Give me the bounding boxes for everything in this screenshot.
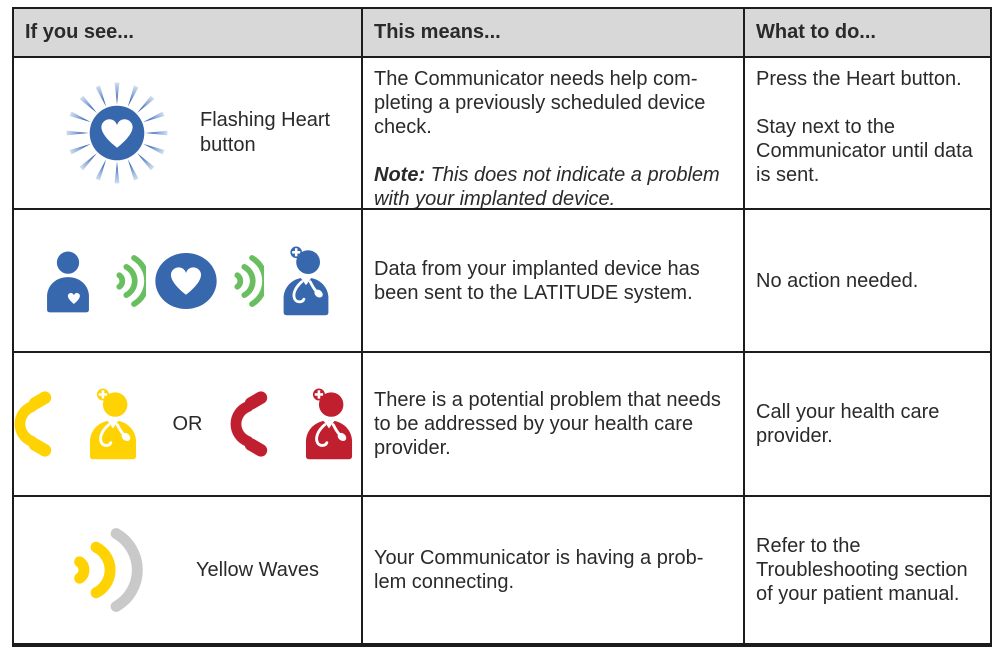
- or-label: OR: [172, 412, 203, 435]
- heart-circle-icon: [154, 252, 217, 309]
- todo-line: Press the Heart button.: [756, 68, 962, 90]
- header-if-you-see: If you see...: [14, 9, 363, 58]
- red-phone-icon: [227, 383, 287, 465]
- paragraph-gap: [374, 139, 732, 163]
- red-call-group: [227, 383, 364, 465]
- label-line: button: [200, 134, 256, 156]
- means-line: check.: [374, 116, 432, 138]
- see-label-flashing-heart: Flashing Heart button: [200, 108, 330, 158]
- means-line: been sent to the LATITUDE system.: [374, 281, 693, 304]
- cell-todo-row4: Refer to the Troubleshooting section of …: [745, 497, 990, 643]
- yellow-doctor-icon: [77, 385, 149, 463]
- todo-line: Troubleshooting section: [756, 559, 968, 581]
- means-line: Data from your implanted device has: [374, 257, 700, 280]
- cell-means-row1: The Communicator needs help com- pleting…: [363, 58, 745, 210]
- cell-means-row4: Your Communicator is having a prob- lem …: [363, 497, 745, 643]
- label-line: Flashing Heart: [200, 109, 331, 131]
- todo-line: No action needed.: [756, 269, 919, 292]
- todo-line: Stay next to the: [756, 116, 895, 138]
- flashing-heart-button-icon: [66, 82, 168, 184]
- note-line: Note: This does not indicate a problem: [374, 163, 732, 187]
- see-label-yellow-waves: Yellow Waves: [196, 558, 319, 583]
- note-line: with your implanted device.: [374, 188, 616, 210]
- todo-line: provider.: [756, 425, 833, 447]
- todo-line: is sent.: [756, 164, 820, 186]
- cell-see-yellow-waves: Yellow Waves: [14, 497, 363, 643]
- patient-icon: [35, 245, 101, 317]
- means-line: There is a potential problem that needs: [374, 389, 721, 411]
- todo-line: of your patient manual.: [756, 583, 960, 605]
- green-waves-icon: [108, 249, 146, 313]
- label-line: Yellow Waves: [196, 558, 320, 581]
- header-this-means: This means...: [363, 9, 745, 58]
- note-label: Note:: [374, 164, 426, 186]
- cell-todo-row2: No action needed.: [745, 210, 990, 353]
- cell-todo-row3: Call your health care provider.: [745, 353, 990, 497]
- paragraph-gap: [756, 91, 979, 115]
- header-what-to-do: What to do...: [745, 9, 990, 58]
- red-doctor-icon: [293, 385, 364, 463]
- means-line: provider.: [374, 437, 451, 459]
- cell-means-row3: There is a potential problem that needs …: [363, 353, 745, 497]
- green-waves-icon: [226, 249, 264, 313]
- cell-see-flashing-heart: Flashing Heart button: [14, 58, 363, 210]
- means-line: to be addressed by your health care: [374, 413, 694, 435]
- todo-line: Refer to the: [756, 535, 861, 557]
- note-text: This does not indicate a problem: [425, 164, 720, 186]
- cell-see-data-sent: [14, 210, 363, 353]
- means-line: lem connecting.: [374, 571, 515, 593]
- yellow-phone-icon: [14, 383, 71, 465]
- cell-todo-row1: Press the Heart button. Stay next to the…: [745, 58, 990, 210]
- cell-means-row2: Data from your implanted device has been…: [363, 210, 745, 353]
- cell-see-call-provider: OR: [14, 353, 363, 497]
- means-line: Your Communicator is having a prob-: [374, 547, 704, 569]
- communicator-status-table: If you see... This means... What to do..…: [12, 7, 992, 647]
- todo-line: Communicator until data: [756, 140, 973, 162]
- means-line: The Communicator needs help com-: [374, 68, 698, 90]
- todo-line: Call your health care: [756, 401, 940, 423]
- yellow-waves-icon: [74, 528, 143, 612]
- yellow-call-group: [14, 383, 149, 465]
- doctor-icon: [271, 243, 341, 319]
- means-line: pleting a previously scheduled device: [374, 92, 706, 114]
